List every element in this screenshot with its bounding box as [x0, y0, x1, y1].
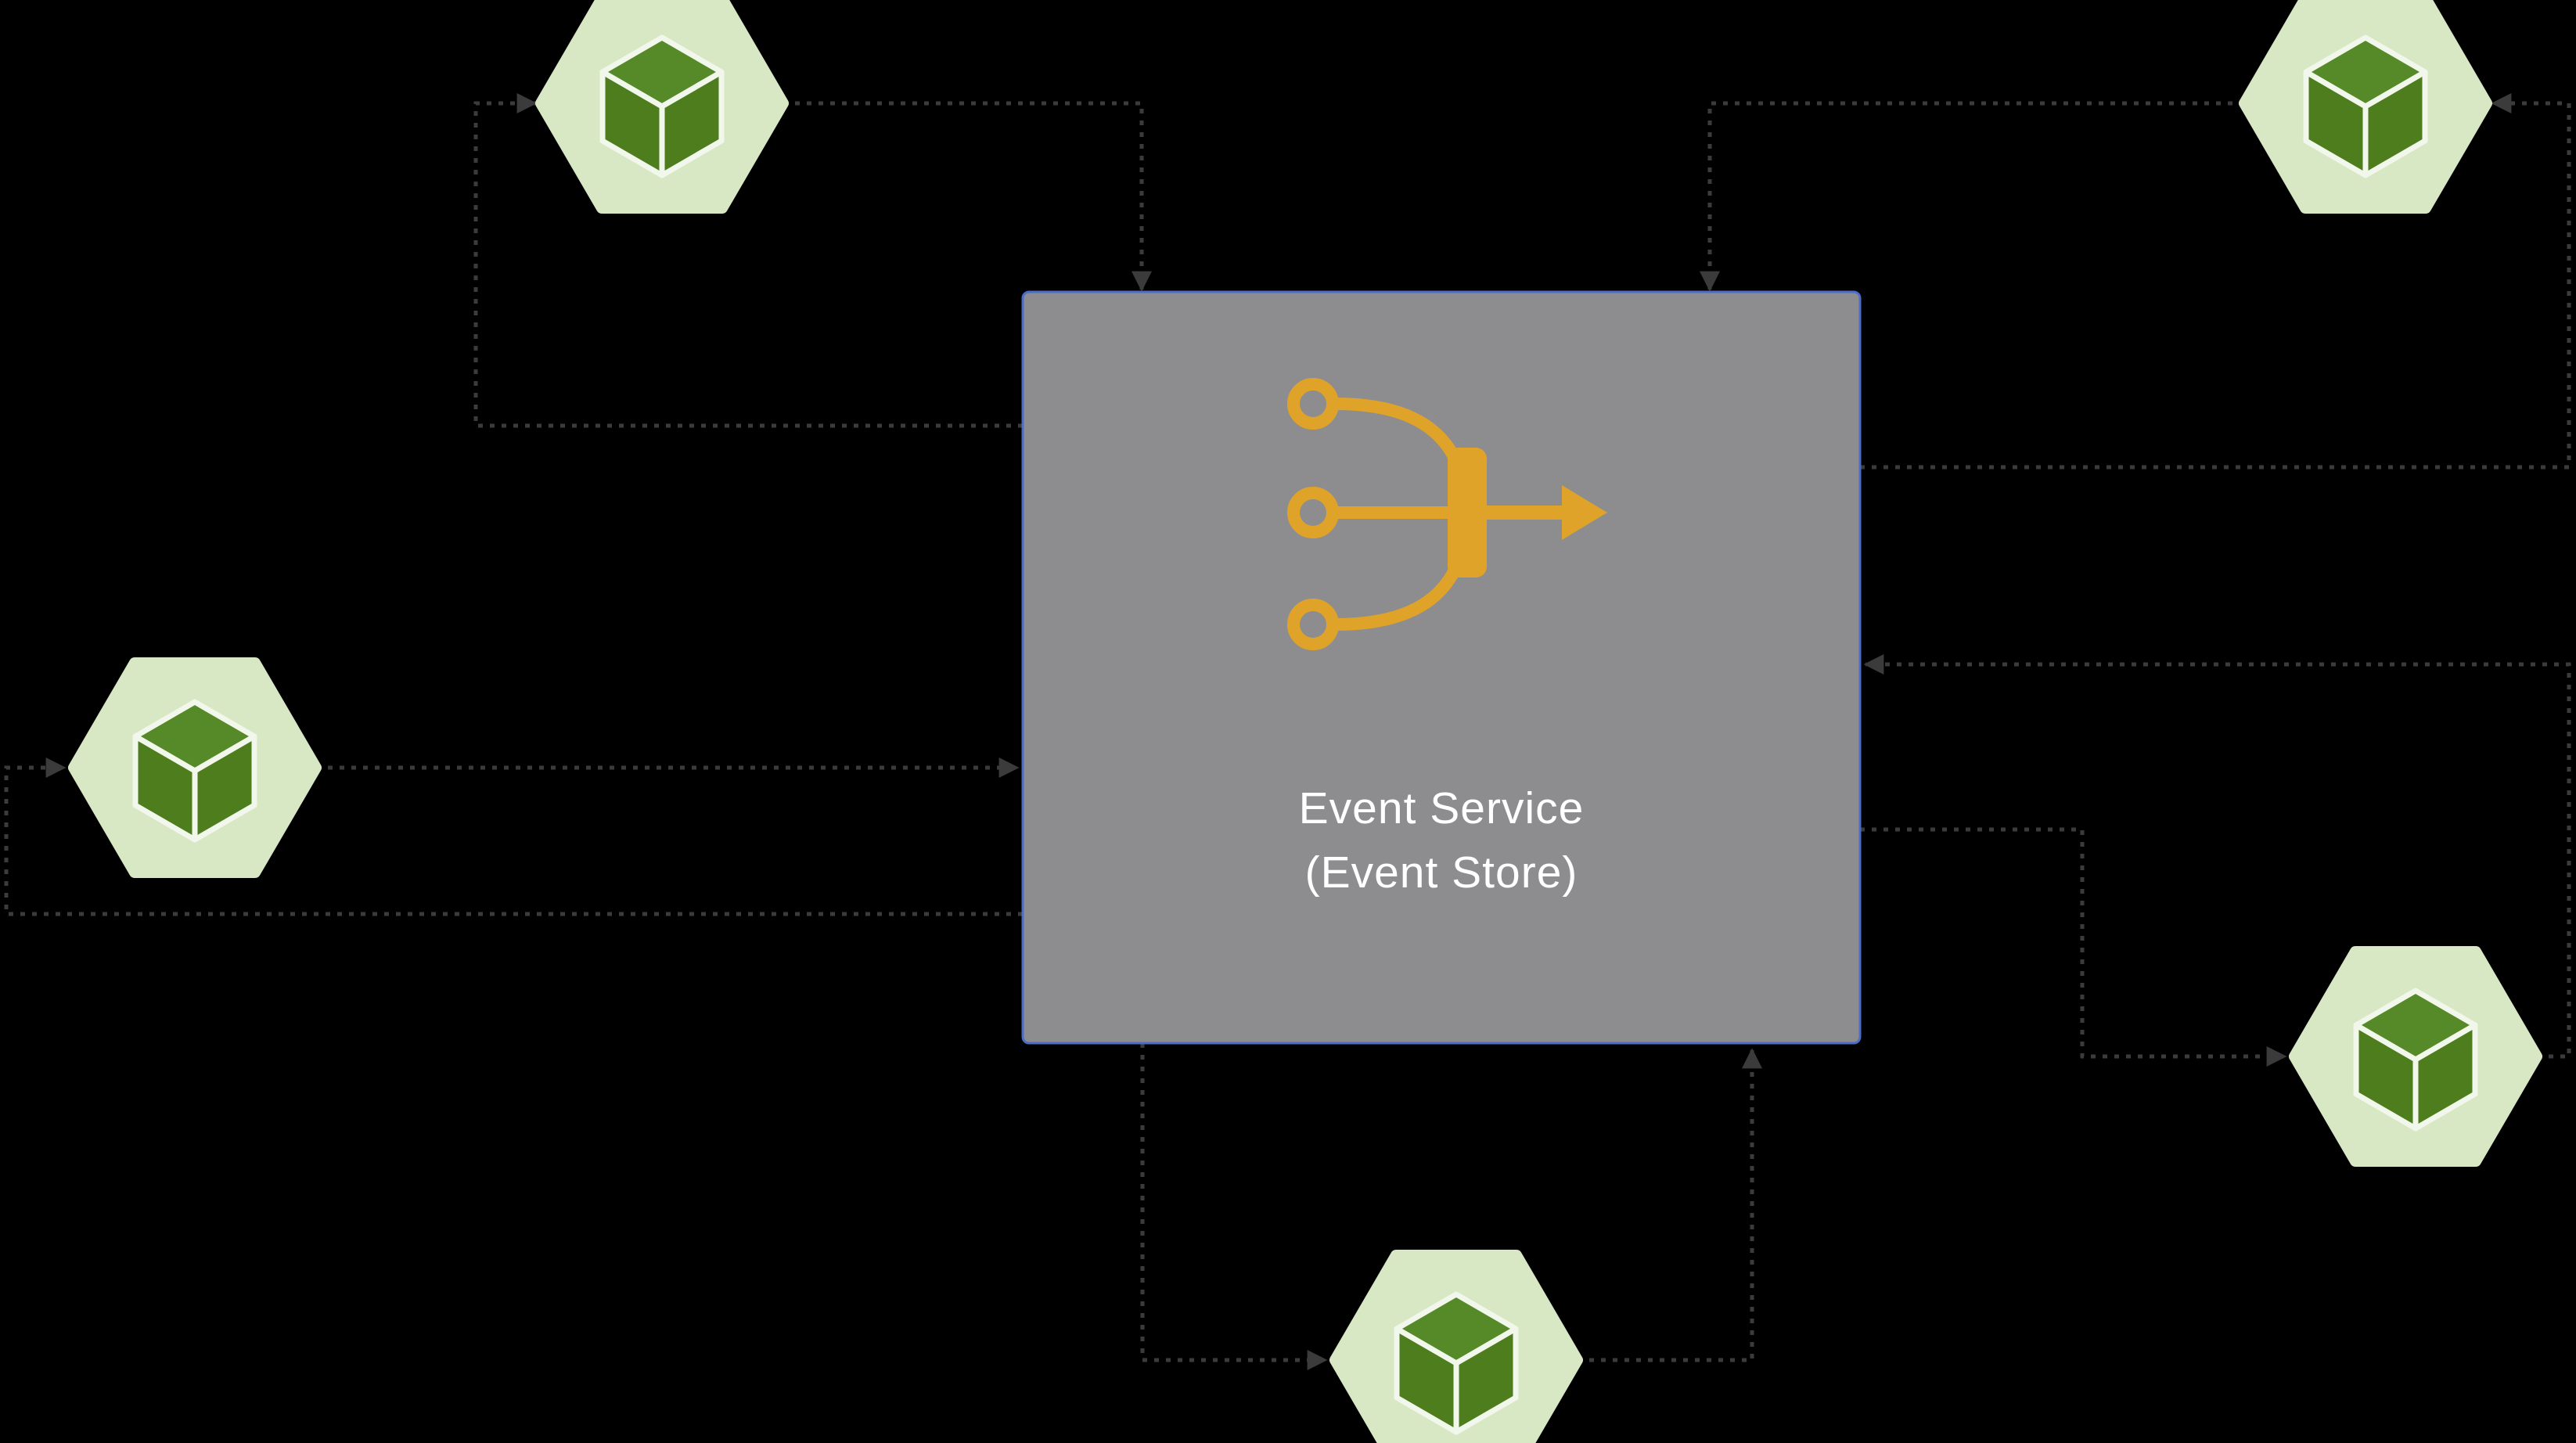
connector-event-service-to-middle-left	[4, 757, 1023, 916]
event-service-node: Event Service (Event Store)	[1021, 290, 1862, 1045]
connector-event-service-to-bottom	[1140, 1043, 1328, 1370]
connector-lower-right-to-event-service	[1863, 654, 2571, 1059]
event-service-label-line1: Event Service	[1299, 783, 1585, 833]
fan-in-arrow-head	[1562, 485, 1607, 540]
connector-event-service-to-top-left	[473, 93, 1023, 428]
event-service-box	[1021, 290, 1862, 1045]
event-service-label-line2: (Event Store)	[1305, 847, 1578, 898]
connector-top-right-to-event-service	[1700, 101, 2244, 292]
fan-in-merge-arrow-icon	[1287, 378, 1607, 650]
fan-in-bar	[1448, 448, 1487, 578]
connector-event-service-to-top-right	[1860, 93, 2571, 470]
connector-group	[4, 93, 2571, 1370]
connector-top-left-to-event-service	[783, 101, 1152, 292]
